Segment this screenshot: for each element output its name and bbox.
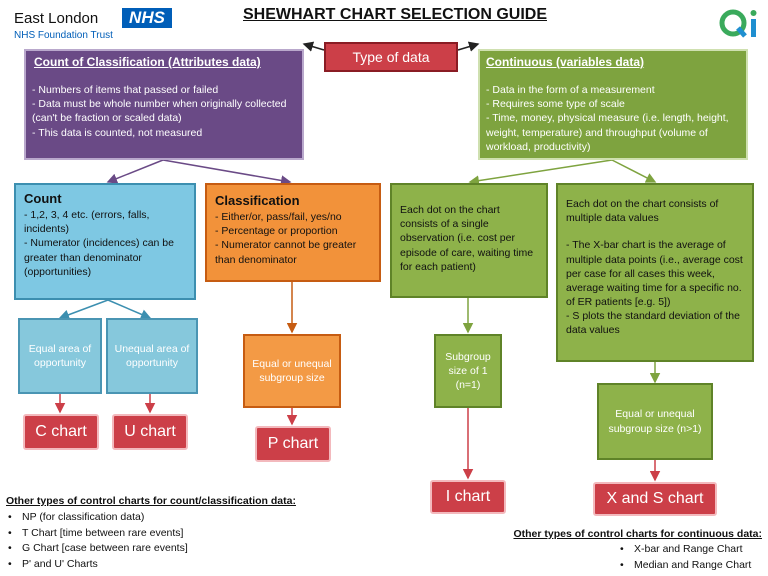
x-and-s-chart-box: X and S chart [593, 482, 717, 516]
org-subtitle: NHS Foundation Trust [14, 30, 113, 41]
count-line: - Numerator (incidences) can be greater … [24, 237, 174, 278]
equal-area-label: Equal area of opportunity [28, 342, 92, 369]
unequal-area-box: Unequal area of opportunity [106, 318, 198, 394]
list-item: Median and Range Chart [618, 558, 762, 574]
single-observation-text: Each dot on the chart consists of a sing… [400, 204, 534, 273]
p-chart-label: P chart [267, 435, 319, 452]
org-logo: East London NHS NHS Foundation Trust [14, 6, 184, 42]
qi-logo-icon [719, 9, 757, 38]
x-and-s-chart-label: X and S chart [606, 490, 704, 507]
subgroup-one-label: Subgroup size of 1 (n=1) [445, 350, 491, 392]
attributes-data-box: Count of Classification (Attributes data… [24, 49, 304, 160]
p-chart-box: P chart [255, 426, 331, 462]
continuous-line: - Requires some type of scale [486, 98, 625, 111]
u-chart-label: U chart [124, 423, 176, 440]
org-name: East London [14, 10, 99, 27]
subgroup-n-label: Equal or unequal subgroup size (n>1) [608, 408, 702, 435]
count-title: Count [24, 191, 62, 206]
i-chart-label: I chart [445, 488, 491, 505]
attributes-line: - This data is counted, not measured [32, 126, 203, 139]
i-chart-box: I chart [430, 480, 506, 514]
attributes-line: - Data must be whole number when origina… [32, 98, 287, 125]
classification-title: Classification [215, 193, 300, 208]
count-box: Count - 1,2, 3, 4 etc. (errors, falls, i… [14, 183, 196, 300]
subgroup-n-box: Equal or unequal subgroup size (n>1) [597, 383, 713, 460]
equal-area-box: Equal area of opportunity [18, 318, 102, 394]
continuous-line: - Data in the form of a measurement [486, 84, 655, 96]
page-title: SHEWHART CHART SELECTION GUIDE [243, 6, 547, 23]
classification-line: - Either/or, pass/fail, yes/no [215, 211, 342, 223]
multiple-values-box: Each dot on the chart consists of multip… [556, 183, 754, 362]
classification-box: Classification - Either/or, pass/fail, y… [205, 183, 381, 282]
type-of-data-box: Type of data [324, 42, 458, 72]
qi-logo [718, 6, 762, 40]
continuous-line: - Time, money, physical measure (i.e. le… [486, 112, 729, 153]
list-item: X-bar and Range Chart [618, 542, 762, 558]
c-chart-label: C chart [35, 423, 87, 440]
subgroup-size-box: Equal or unequal subgroup size [243, 334, 341, 408]
type-of-data-label: Type of data [352, 49, 430, 65]
other-continuous-title: Other types of control charts for contin… [513, 528, 762, 540]
multiple-values-intro: Each dot on the chart consists of multip… [566, 198, 719, 225]
count-line: - 1,2, 3, 4 etc. (errors, falls, inciden… [24, 209, 150, 236]
other-count-title: Other types of control charts for count/… [6, 495, 296, 507]
attributes-title: Count of Classification (Attributes data… [34, 55, 261, 69]
list-item: G Chart [case between rare events] [6, 541, 346, 557]
list-item: NP (for classification data) [6, 510, 346, 526]
other-continuous-charts: Other types of control charts for contin… [470, 528, 762, 573]
multiple-values-line: - The X-bar chart is the average of mult… [566, 239, 743, 309]
continuous-title: Continuous (variables data) [486, 55, 645, 69]
list-item: T Chart [time between rare events] [6, 526, 346, 542]
classification-line: - Numerator cannot be greater than denom… [215, 239, 357, 266]
list-item: P' and U' Charts [6, 557, 346, 573]
u-chart-box: U chart [112, 414, 188, 450]
subgroup-one-box: Subgroup size of 1 (n=1) [434, 334, 502, 408]
nhs-badge: NHS [122, 8, 172, 28]
continuous-data-box: Continuous (variables data) - Data in th… [478, 49, 748, 160]
classification-line: - Percentage or proportion [215, 225, 338, 238]
other-count-charts: Other types of control charts for count/… [6, 495, 346, 572]
attributes-line: - Numbers of items that passed or failed [32, 84, 219, 96]
single-observation-box: Each dot on the chart consists of a sing… [390, 183, 548, 298]
multiple-values-line: - S plots the standard deviation of the … [566, 310, 740, 337]
unequal-area-label: Unequal area of opportunity [114, 342, 190, 369]
subgroup-size-label: Equal or unequal subgroup size [252, 357, 332, 384]
c-chart-box: C chart [23, 414, 99, 450]
